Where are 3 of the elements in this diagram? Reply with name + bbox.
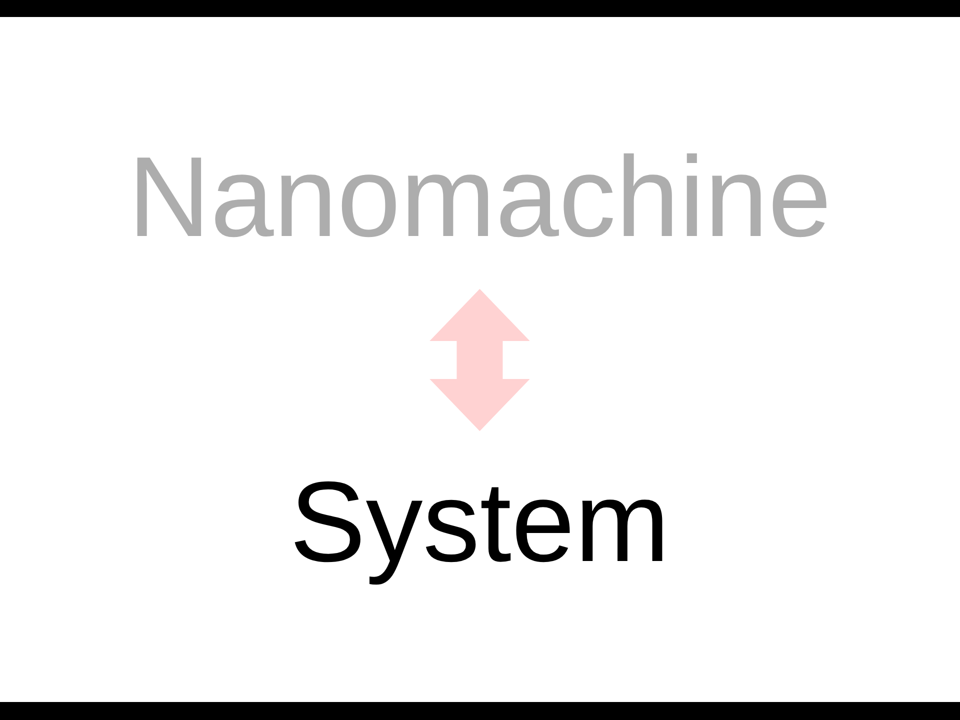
term-text: System — [290, 458, 670, 586]
term-text: Nanomachine — [128, 134, 832, 260]
double-arrow — [430, 288, 530, 430]
